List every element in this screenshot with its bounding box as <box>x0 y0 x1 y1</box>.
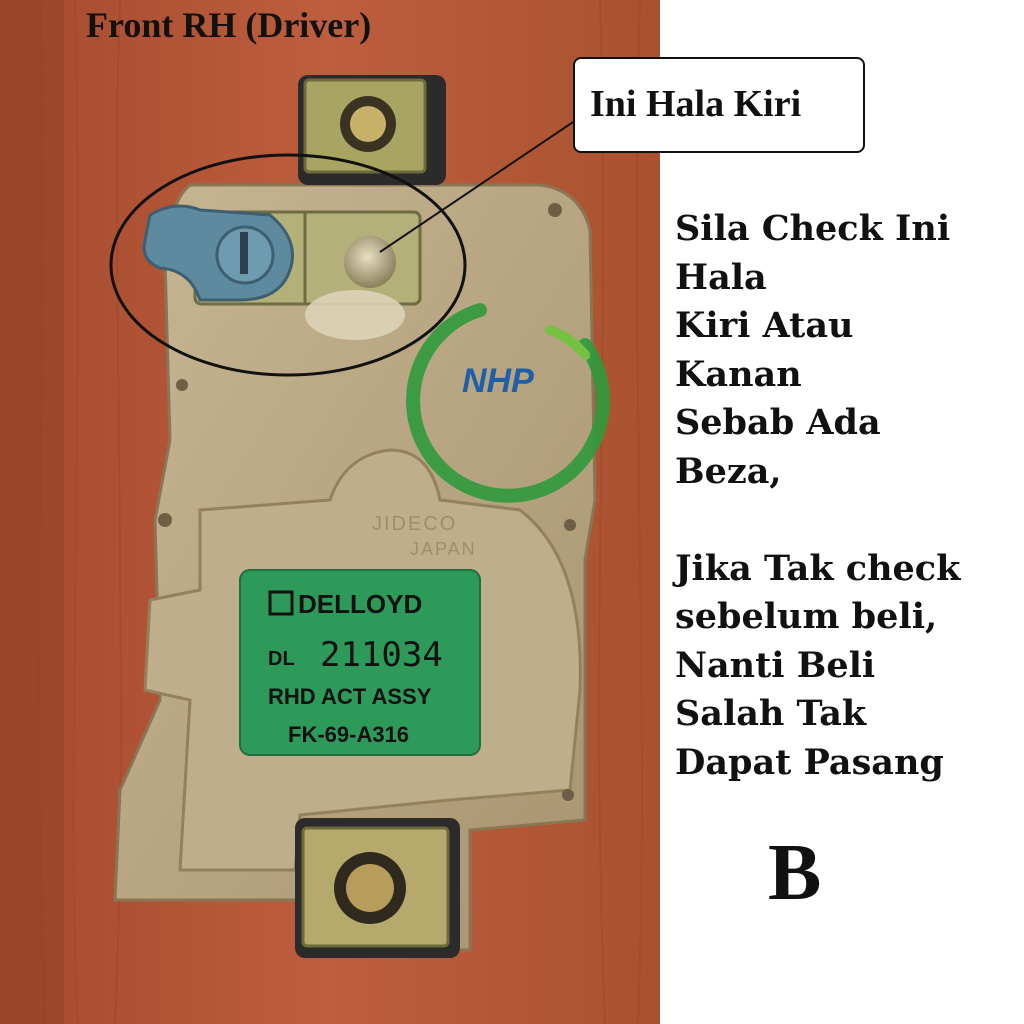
variant-letter: B <box>768 829 822 917</box>
embossed-country: JAPAN <box>410 539 477 559</box>
label-part-number: 211034 <box>320 635 443 675</box>
photo-caption: Front RH (Driver) <box>86 5 372 45</box>
note-line: Beza, <box>675 450 782 492</box>
callout-ellipse <box>109 153 467 377</box>
note-line: Sebab Ada <box>675 402 881 443</box>
note-line: Kiri Atau <box>675 305 854 346</box>
note-line: Salah Tak <box>675 693 867 734</box>
callout-leader-line <box>379 111 589 253</box>
text-panel <box>660 0 1024 1024</box>
note-line: sebelum beli, <box>675 596 938 637</box>
callout-text: Ini Hala Kiri <box>590 83 802 125</box>
note-line: Nanti Beli <box>675 644 876 686</box>
embossed-maker: JIDECO <box>372 513 457 535</box>
note-line: Hala <box>675 256 767 298</box>
label-prefix: DL <box>268 648 295 670</box>
mounting-holes <box>158 203 576 801</box>
product-photo: JIDECO JAPAN DELLOYD DL 211034 RHD ACT A… <box>0 0 660 1024</box>
dark-edge <box>0 0 64 1024</box>
note-line: Dapat Pasang <box>675 741 944 783</box>
instruction-note: Sila Check Ini Hala Kiri Atau Kanan Seba… <box>675 205 1015 787</box>
nhp-watermark: NHP <box>406 303 611 503</box>
blue-clip <box>142 204 294 302</box>
note-line: Jika Tak check <box>675 547 961 589</box>
note-spacer <box>675 496 1015 545</box>
part-label: DELLOYD DL 211034 RHD ACT ASSY FK-69-A31… <box>239 569 481 756</box>
label-brand: DELLOYD <box>298 589 422 619</box>
callout-box <box>573 57 865 153</box>
label-description: RHD ACT ASSY <box>268 684 432 709</box>
actuator-photo-illustration: JIDECO JAPAN DELLOYD DL 211034 RHD ACT A… <box>0 0 660 1024</box>
label-code: FK-69-A316 <box>288 722 409 747</box>
note-line: Kanan <box>675 353 802 395</box>
bottom-mount-bracket <box>295 818 460 958</box>
watermark-text: NHP <box>462 362 534 400</box>
note-line: Sila Check Ini <box>675 208 951 249</box>
